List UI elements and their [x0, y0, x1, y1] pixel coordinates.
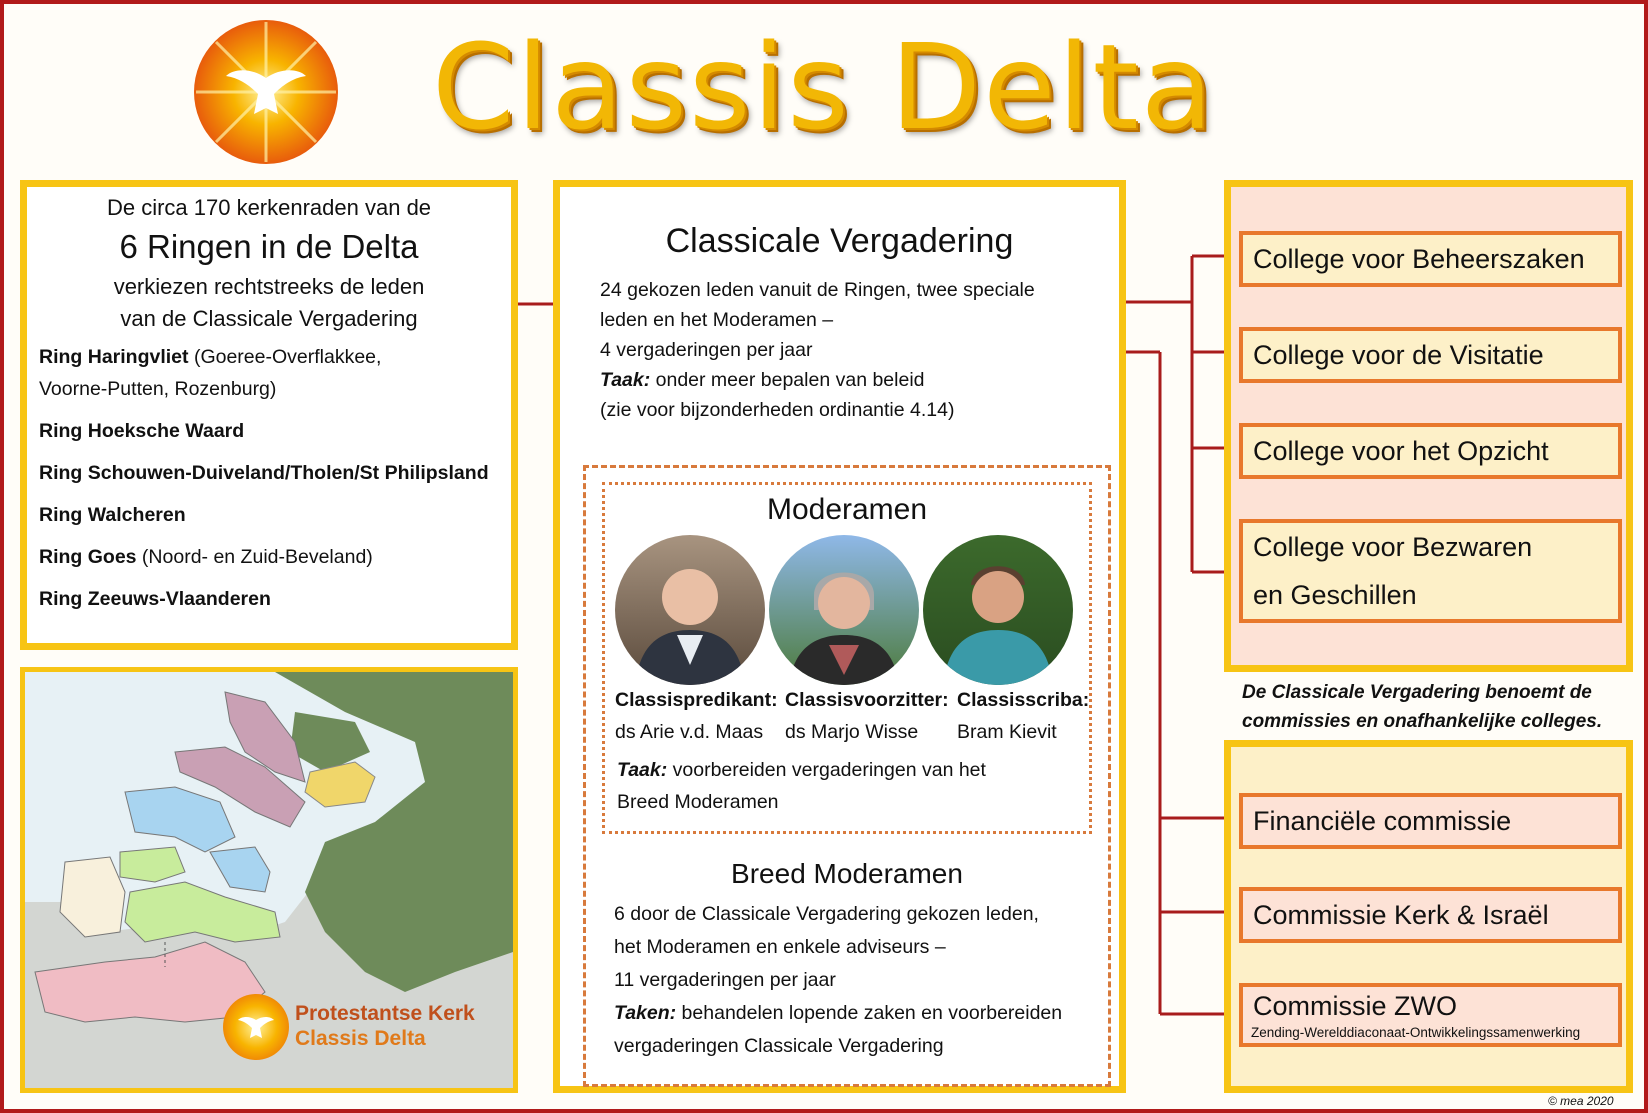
avatar-classispredikant	[615, 535, 765, 685]
commissions-panel: Financiële commissie Commissie Kerk & Is…	[1224, 740, 1633, 1093]
map-logo	[223, 994, 289, 1060]
breed-moderamen-body: 6 door de Classicale Vergadering gekozen…	[614, 898, 1062, 1063]
commission-zwo-label: Commissie ZWO	[1253, 991, 1457, 1021]
college-bezwaren-line-2: en Geschillen	[1253, 580, 1417, 610]
commission-zwo: Commissie ZWO Zending-Werelddiaconaat-On…	[1239, 983, 1622, 1047]
bm-task: Taken: behandelen lopende zaken en voorb…	[614, 1002, 1063, 1024]
intro-heading: 6 Ringen in de Delta	[119, 228, 419, 265]
ring-item: Ring Zeeuws-Vlaanderen	[39, 588, 271, 610]
map-logo-line-2: Classis Delta	[295, 1027, 426, 1050]
cv-line: 4 vergaderingen per jaar	[600, 339, 813, 361]
ring-item: Ring Hoeksche Waard	[39, 420, 245, 442]
college-beheerszaken: College voor Beheerszaken	[1239, 231, 1622, 287]
college-bezwaren: College voor Bezwaren en Geschillen	[1239, 519, 1622, 623]
colleges-panel: College voor Beheerszaken College voor d…	[1224, 180, 1633, 672]
bm-line: het Moderamen en enkele adviseurs –	[614, 936, 946, 958]
rings-panel: De circa 170 kerkenraden van de 6 Ringen…	[20, 180, 518, 650]
cv-note: (zie voor bijzonderheden ordinantie 4.14…	[600, 399, 955, 421]
role-classisvoorzitter: Classisvoorzitter:	[785, 689, 949, 711]
role-classispredikant: Classispredikant:	[615, 689, 778, 711]
college-visitatie: College voor de Visitatie	[1239, 327, 1622, 383]
name-classisvoorzitter: ds Marjo Wisse	[785, 721, 919, 743]
bm-line: 6 door de Classicale Vergadering gekozen…	[614, 903, 1039, 925]
name-classispredikant: ds Arie v.d. Maas	[615, 721, 764, 743]
name-classisscriba: Bram Kievit	[957, 721, 1057, 743]
intro-line-1: De circa 170 kerkenraden van de	[106, 195, 432, 220]
commission-zwo-subtitle: Zending-Werelddiaconaat-Ontwikkelingssam…	[1251, 1025, 1581, 1040]
avatar-classisvoorzitter	[769, 535, 919, 685]
page-title: Classis Delta	[432, 18, 1216, 156]
bm-line: 11 vergaderingen per jaar	[614, 969, 836, 991]
map-logo-line-1: Protestantse Kerk	[295, 1002, 475, 1025]
ring-item: Ring Goes (Noord- en Zuid-Beveland)	[39, 546, 373, 568]
cv-task: Taak: onder meer bepalen van beleid	[600, 369, 925, 391]
intro-line-3: verkiezen rechtstreeks de leden	[113, 274, 425, 299]
delta-map: Protestantse Kerk Classis Delta	[20, 667, 518, 1093]
copyright: © mea 2020	[1548, 1094, 1614, 1108]
cv-line: leden en het Moderamen –	[600, 309, 834, 331]
appointment-note-line-1: De Classicale Vergadering benoemt de	[1242, 682, 1592, 703]
cv-line: 24 gekozen leden vanuit de Ringen, twee …	[600, 279, 1035, 301]
intro-line-4: van de Classicale Vergadering	[120, 306, 418, 331]
ring-item: Ring Schouwen-Duiveland/Tholen/St Philip…	[39, 462, 489, 484]
appointment-note-line-2: commissies en onafhankelijke colleges.	[1242, 711, 1603, 732]
moderamen-task-line-2: Breed Moderamen	[617, 791, 779, 813]
moderamen-box: Moderamen Classispredikant: ds Arie v.d.…	[602, 482, 1092, 834]
college-opzicht: College voor het Opzicht	[1239, 423, 1622, 479]
ring-item: Ring Walcheren	[39, 504, 186, 526]
role-classisscriba: Classisscriba:	[957, 689, 1090, 711]
commission-financieel: Financiële commissie	[1239, 793, 1622, 849]
appointment-note: De Classicale Vergadering benoemt de com…	[1242, 678, 1602, 736]
bm-task-line-2: vergaderingen Classicale Vergadering	[614, 1035, 944, 1057]
classicale-vergadering-panel: Classicale Vergadering 24 gekozen leden …	[553, 180, 1126, 1093]
ring-item: Ring Haringvliet (Goeree-Overflakkee,Voo…	[39, 346, 382, 400]
breed-moderamen-title: Breed Moderamen	[731, 858, 963, 889]
moderamen-task: Taak: voorbereiden vergaderingen van het	[617, 759, 986, 781]
cv-title: Classicale Vergadering	[665, 222, 1014, 260]
church-logo	[192, 18, 340, 166]
moderamen-outer-box: Moderamen Classispredikant: ds Arie v.d.…	[583, 465, 1111, 1087]
commission-kerk-israel: Commissie Kerk & Israël	[1239, 887, 1622, 943]
moderamen-title: Moderamen	[766, 493, 928, 526]
college-bezwaren-line-1: College voor Bezwaren	[1253, 532, 1533, 562]
avatar-classisscriba	[923, 535, 1073, 685]
